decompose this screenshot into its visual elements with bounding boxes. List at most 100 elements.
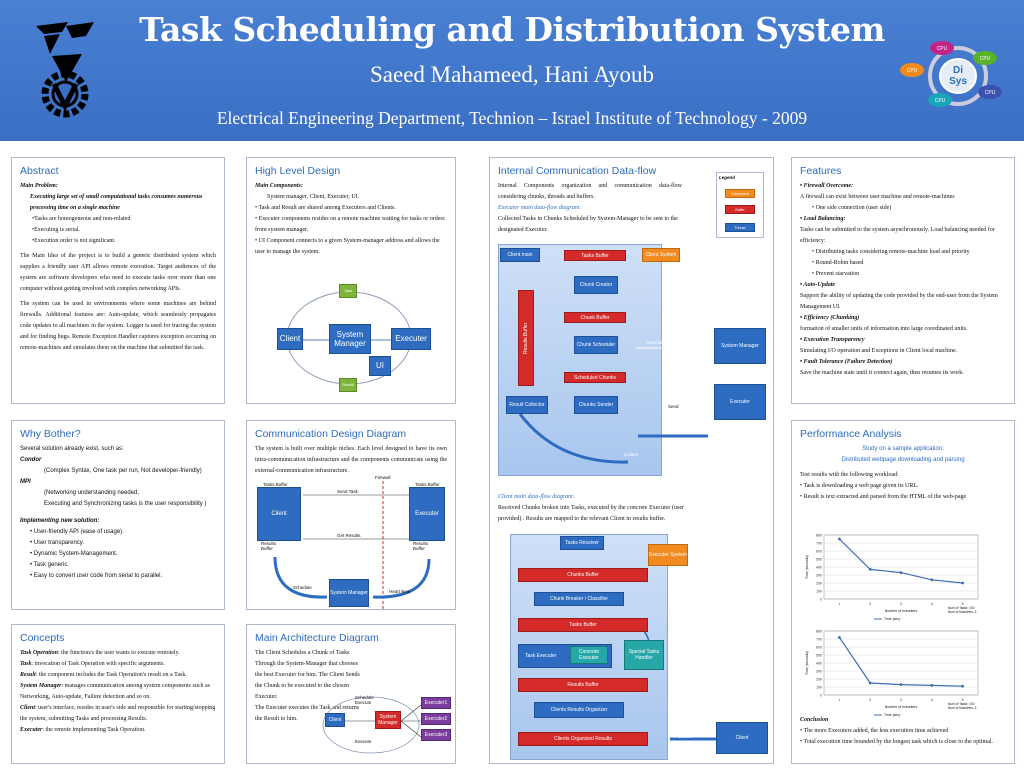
- hld-result-box: Result: [339, 378, 357, 392]
- feature-text: Tasks can be submitted to the system asy…: [800, 227, 995, 244]
- feature-text: Save the machine state until it connect …: [800, 370, 964, 376]
- hld-diagram: Task Client System Manager Executer UI R…: [271, 280, 447, 398]
- x-tick-label: 5: [962, 602, 964, 606]
- comm-client-box: Client: [257, 487, 301, 541]
- x-tick-label: 4: [931, 698, 933, 702]
- results-buffer-label: Results Buffer: [413, 541, 429, 551]
- executer-system-box: Executer System: [648, 544, 688, 566]
- data-point: [961, 581, 964, 585]
- data-point: [930, 684, 934, 687]
- legend-label: Time (sec): [884, 617, 900, 621]
- poster-header: Task Scheduling and Distribution System …: [0, 0, 1024, 141]
- feature-text: formation of smaller units of informatio…: [800, 326, 968, 332]
- feature-heading: • Fault Tolerance (Failure Detection): [800, 359, 893, 365]
- clients-organized-results-box: Clients Organized Results: [518, 732, 648, 746]
- high-level-design-panel: High Level Design Main Components: Syste…: [246, 157, 456, 404]
- x-tick-label: 3: [900, 698, 902, 702]
- concept-item: Task: invocation of Task Operation with …: [20, 661, 165, 667]
- client-dataflow-diagram: Tasks Receiver Executer System Chunks Bu…: [510, 534, 770, 762]
- why-bother-panel: Why Bother? Several solution already exi…: [11, 420, 225, 610]
- abstract-main-idea: The Main Idea of the project is to build…: [20, 253, 216, 292]
- feature-text: Support the ability of updating the code…: [800, 293, 998, 310]
- concrete-executer-box: Concrete Executer: [570, 646, 608, 664]
- hld-bullet: • Task and Result are shared among Execu…: [255, 205, 396, 211]
- arch-system-manager-box: System Manager: [375, 711, 401, 729]
- hld-executer-box: Executer: [391, 328, 431, 350]
- executer3-box: Executer3: [421, 729, 451, 741]
- feature-heading: • Efficiency (Chunking): [800, 315, 860, 321]
- chart-note: Num of Tasks: 100: [948, 606, 975, 610]
- y-axis-label: Time (seconds): [805, 651, 809, 675]
- why-intro: Several solution already exist, such as:: [20, 446, 124, 452]
- why-bother-title: Why Bother?: [20, 428, 81, 440]
- plot-area: [823, 534, 979, 600]
- x-tick-label: 4: [931, 602, 933, 606]
- x-tick-label: 1: [838, 602, 840, 606]
- data-point: [838, 537, 841, 541]
- chart-note: Num of Machines: 2: [948, 706, 977, 710]
- results-buffer-box: Results Buffer: [518, 290, 534, 386]
- scheduled-chunks-box: Scheduled Chunks: [564, 372, 626, 383]
- y-tick-label: 200: [816, 678, 822, 682]
- solution-bullet: • Task generic.: [30, 562, 70, 568]
- feature-subitem: • Prevent starvation: [812, 271, 860, 277]
- feature-heading: • Execution Transparency: [800, 337, 865, 343]
- feature-text: Simulating I/O operation and Exceptions …: [800, 348, 958, 354]
- send-task-label: Send Task: [337, 489, 358, 494]
- workload-bullet: • Result is text extracted and parsed fr…: [800, 494, 967, 500]
- solution-bullet: • Dynamic System-Management.: [30, 551, 118, 557]
- executer-flow-title: Executer main data-flow diagram:: [498, 205, 582, 211]
- disys-logo-icon: Di Sys CPU CPU CPU CPU CPU: [900, 41, 1002, 107]
- svg-text:Di: Di: [953, 65, 963, 76]
- concept-item: Task Operation: the function/s the user …: [20, 650, 180, 656]
- feature-heading: • Load Balancing:: [800, 216, 846, 222]
- data-point: [930, 578, 934, 582]
- x-tick-label: 2: [869, 602, 871, 606]
- y-tick-label: 400: [816, 662, 822, 666]
- concept-item: System Manager: manages communication am…: [20, 683, 210, 700]
- abstract-title: Abstract: [20, 165, 59, 177]
- internal-communication-panel: Internal Communication Data-flow Interna…: [489, 157, 774, 764]
- y-tick-label: 0: [820, 598, 822, 602]
- workload-text: Test results with the following workload…: [800, 472, 899, 478]
- feature-text: A firewall can exist between user machin…: [800, 194, 955, 200]
- schedule-label: Schedule: [646, 340, 665, 345]
- chunks-buffer-box: Chunks Buffer: [518, 568, 648, 582]
- new-solution-label: Implementing new solution:: [20, 518, 100, 524]
- mpi-label: MPI: [20, 479, 31, 485]
- y-tick-label: 600: [816, 550, 822, 554]
- y-tick-label: 200: [816, 582, 822, 586]
- heart-beat-label: Heart Beat: [389, 589, 411, 594]
- comm-diagram: Firewall Tasks Buffer Tasks Buffer Send …: [253, 475, 449, 609]
- main-problem-label: Main Problem:: [20, 183, 58, 189]
- y-tick-label: 500: [816, 654, 822, 658]
- legend: Legend Component Buffer Thread: [716, 172, 764, 238]
- send-label: Send: [668, 404, 679, 409]
- legend-title: Legend: [719, 175, 736, 180]
- concept-item: Result: the component includes the Task …: [20, 672, 187, 678]
- concept-item: Executer: the remote implementing Task O…: [20, 727, 146, 733]
- performance-panel: Performance Analysis Study on a sample a…: [791, 420, 1015, 764]
- data-point: [899, 571, 903, 574]
- y-tick-label: 0: [820, 694, 822, 698]
- series-line: [838, 538, 963, 584]
- chart-note: Num of Tasks: 100: [948, 702, 975, 706]
- hld-ui-box: UI: [369, 356, 391, 376]
- chart-note: Num of Machines: 2: [948, 610, 977, 614]
- client-system-box: Client System: [642, 248, 680, 262]
- study-subtitle: Distributed webpage downloading and pars…: [841, 457, 965, 463]
- solution-bullet: • Easy to convert user code from serial …: [30, 573, 163, 579]
- schedule-label: Schedule: [293, 585, 312, 590]
- feature-subitem: • One side connection (user side): [812, 205, 892, 211]
- main-components-list: System manager, Client, Executer, UI.: [267, 194, 360, 200]
- legend-component: Component: [725, 189, 755, 198]
- communication-design-panel: Communication Design Diagram The system …: [246, 420, 456, 610]
- special-tasks-handler-box: Special Tasks Handler: [624, 640, 664, 670]
- result-collector-box: Result Collector: [506, 396, 548, 414]
- client-flow-title: Client main data-flow diagram:: [498, 494, 575, 500]
- icd-executer-box: Executer: [714, 384, 766, 420]
- svg-text:CPU: CPU: [935, 98, 946, 104]
- features-list: • Firewall Overcome:A firewall can exist…: [800, 181, 1006, 379]
- svg-text:CPU: CPU: [980, 56, 991, 62]
